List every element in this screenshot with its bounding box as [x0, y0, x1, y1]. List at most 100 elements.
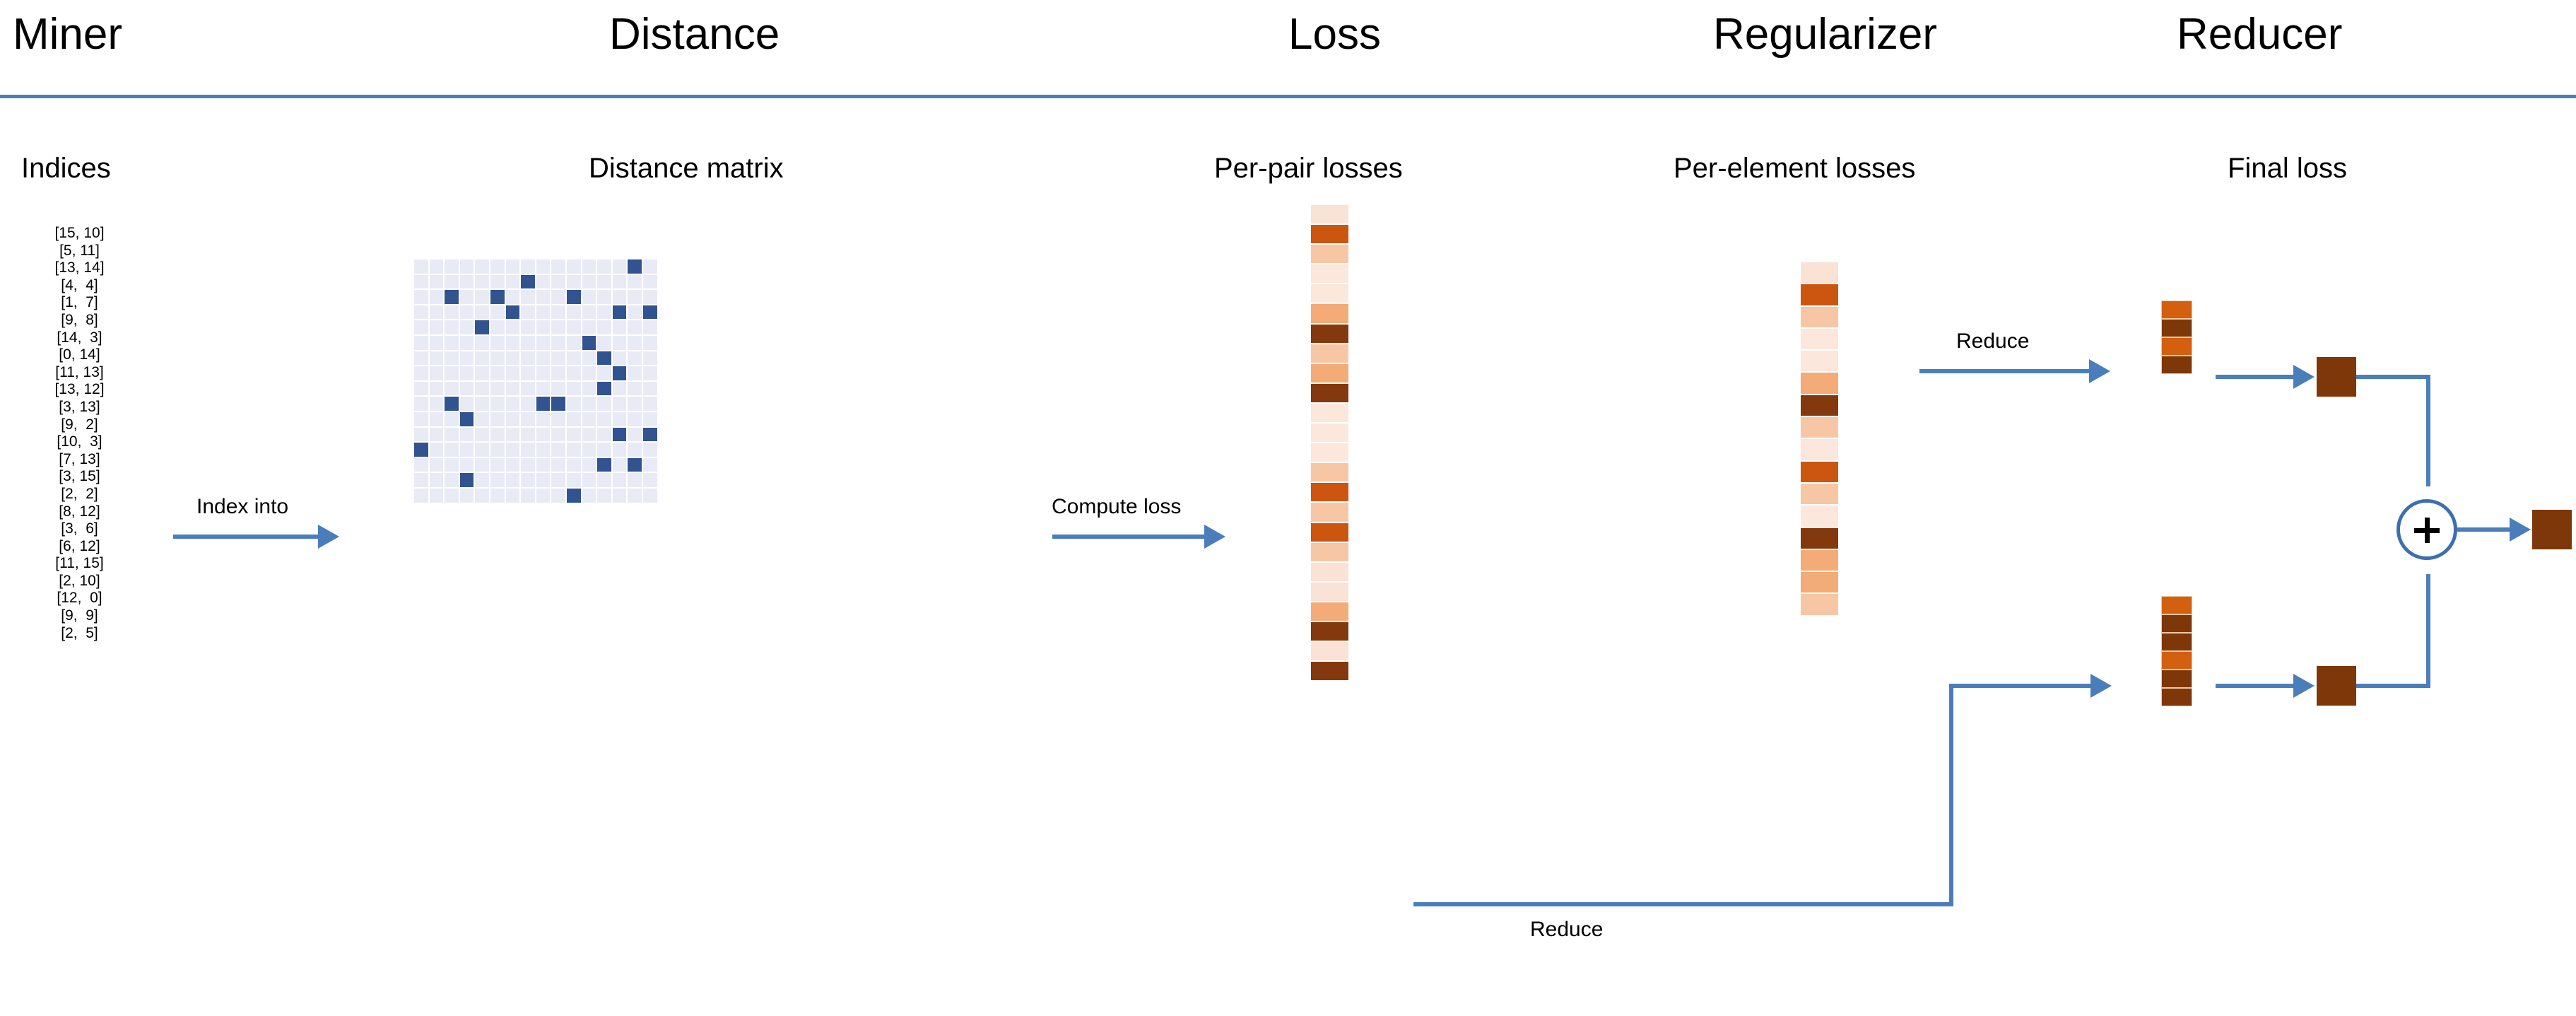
matrix-cell [642, 320, 658, 335]
stage-title-miner: Miner [13, 10, 123, 59]
matrix-cell [413, 366, 429, 381]
per-pair-loss-cell [1311, 363, 1348, 383]
matrix-cell [565, 472, 582, 488]
matrix-cell [505, 396, 521, 411]
matrix-cell [459, 259, 475, 274]
matrix-cell [581, 380, 597, 397]
matrix-cell [428, 442, 445, 457]
matrix-cell [627, 320, 642, 335]
reducer-bottom-stack-cell [2161, 651, 2192, 670]
matrix-cell [627, 350, 642, 366]
matrix-cell [535, 274, 551, 290]
matrix-cell [551, 366, 566, 381]
subtitle-final-loss: Final loss [2228, 153, 2347, 184]
per-element-loss-cell [1801, 284, 1838, 306]
arrow-bottom-result-shaft [2216, 684, 2293, 688]
arrow-reduce-bottom-horizontal [1413, 902, 1953, 906]
index-pair-row: [14, 3] [57, 329, 102, 346]
matrix-cell [505, 274, 521, 290]
matrix-cell [505, 426, 521, 443]
matrix-cell [535, 380, 551, 397]
matrix-cell [581, 320, 597, 335]
matrix-cell [428, 426, 445, 443]
matrix-cell [596, 334, 612, 351]
per-pair-loss-cell [1311, 641, 1348, 662]
stage-title-reducer: Reducer [2177, 10, 2343, 59]
header-divider-rule [0, 95, 2576, 98]
matrix-cell-highlighted [627, 457, 642, 473]
matrix-cell [627, 274, 642, 290]
reducer-top-stack-cell [2161, 300, 2192, 319]
arrow-reduce-bottom-head [2090, 674, 2112, 698]
index-pair-row: [8, 12] [59, 503, 100, 520]
per-pair-loss-cell [1311, 502, 1348, 522]
matrix-cell [413, 396, 429, 411]
per-pair-loss-cell [1311, 284, 1348, 304]
matrix-cell [413, 304, 429, 320]
connector-bottom-vertical-to-sum [2426, 574, 2430, 688]
matrix-cell [535, 334, 551, 351]
matrix-cell [474, 289, 490, 305]
matrix-cell [428, 487, 445, 503]
matrix-cell [444, 426, 459, 443]
matrix-cell [551, 304, 566, 320]
matrix-cell [596, 259, 612, 274]
matrix-cell [505, 487, 521, 503]
matrix-cell [611, 457, 628, 473]
matrix-cell [428, 289, 445, 305]
matrix-cell [489, 274, 505, 290]
matrix-cell [642, 472, 658, 488]
matrix-cell [565, 380, 582, 397]
matrix-cell [627, 380, 642, 397]
matrix-cell [520, 289, 536, 305]
matrix-cell [611, 411, 628, 427]
matrix-cell [428, 396, 445, 411]
matrix-cell [551, 259, 566, 274]
matrix-cell [413, 320, 429, 335]
matrix-cell [581, 274, 597, 290]
matrix-cell [428, 304, 445, 320]
matrix-cell [642, 487, 658, 503]
matrix-cell [581, 289, 597, 305]
per-element-loss-cell [1801, 262, 1838, 284]
matrix-cell [581, 411, 597, 427]
index-pair-row: [9, 2] [61, 416, 98, 433]
matrix-cell [444, 320, 459, 335]
matrix-cell [581, 442, 597, 457]
matrix-cell [428, 366, 445, 381]
matrix-cell [459, 366, 475, 381]
per-pair-loss-cell [1311, 661, 1348, 682]
per-pair-loss-cell [1311, 244, 1348, 264]
index-pair-row: [13, 14] [54, 259, 105, 276]
index-pair-row: [9, 8] [61, 311, 98, 328]
matrix-cell [505, 472, 521, 488]
matrix-cell [520, 366, 536, 381]
matrix-cell [474, 274, 490, 290]
arrow-index-into-shaft [173, 535, 318, 539]
arrow-reduce-top-shaft [1919, 369, 2089, 373]
matrix-cell [535, 259, 551, 274]
per-element-loss-cell [1801, 527, 1838, 549]
matrix-cell [428, 411, 445, 427]
per-element-loss-cell [1801, 327, 1838, 351]
matrix-cell-highlighted [611, 304, 628, 320]
matrix-cell [535, 350, 551, 366]
matrix-cell [551, 289, 566, 305]
matrix-cell [459, 334, 475, 351]
matrix-cell [535, 289, 551, 305]
matrix-cell [505, 380, 521, 397]
matrix-cell [581, 426, 597, 443]
matrix-cell [627, 396, 642, 411]
per-pair-loss-cell [1311, 204, 1348, 225]
matrix-cell [520, 426, 536, 443]
arrow-compute-loss-head [1204, 525, 1225, 549]
arrow-reduce-top-head [2089, 359, 2110, 383]
matrix-cell [551, 457, 566, 473]
matrix-cell [627, 472, 642, 488]
matrix-cell [459, 396, 475, 411]
matrix-cell [642, 259, 658, 274]
matrix-cell [611, 487, 628, 503]
matrix-cell [535, 320, 551, 335]
matrix-cell [505, 411, 521, 427]
matrix-cell [428, 274, 445, 290]
